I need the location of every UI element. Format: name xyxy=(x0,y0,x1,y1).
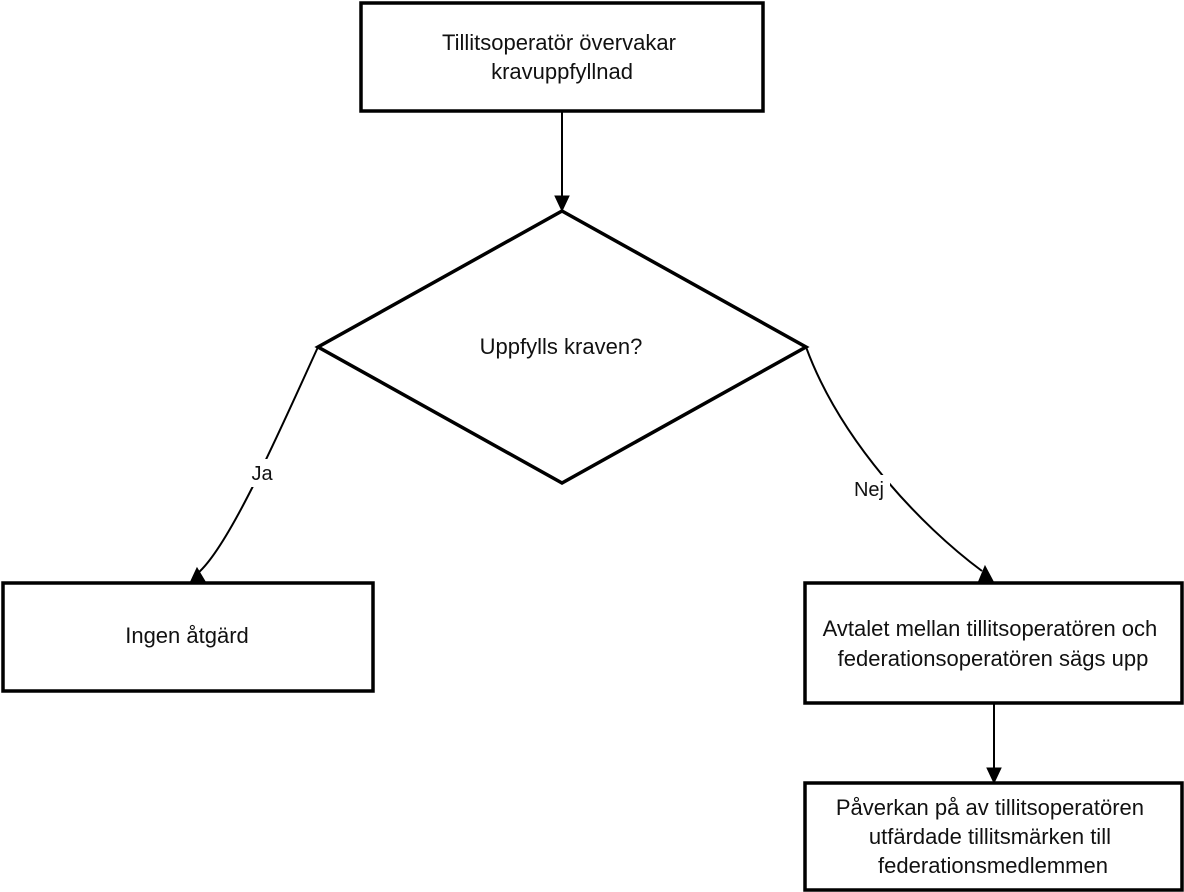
yes-label-background xyxy=(246,459,276,487)
node-monitor-line-2: kravuppfyllnad xyxy=(491,59,633,84)
node-no-action-box xyxy=(1,581,375,693)
node-no-action-line-1: Ingen åtgärd xyxy=(125,623,249,648)
no-label-background xyxy=(848,475,890,503)
node-impact-box xyxy=(803,781,1184,892)
node-decision-text: Uppfylls kraven? xyxy=(480,334,643,359)
arrowhead-terminate-to-impact xyxy=(986,767,1002,785)
node-monitor-text: Tillitsoperatör övervakar kravuppfyllnad xyxy=(442,30,682,84)
node-decision-diamond xyxy=(314,208,810,486)
arrowhead-decision-to-terminate xyxy=(977,564,995,584)
node-monitor-line-1: Tillitsoperatör övervakar xyxy=(442,30,676,55)
node-impact: Påverkan på av tillitsoperatören utfärda… xyxy=(803,781,1184,892)
arrowhead-monitor-to-decision xyxy=(554,195,570,213)
node-no-action: Ingen åtgärd xyxy=(1,581,375,693)
node-impact-line-1: Påverkan på av tillitsoperatören xyxy=(836,795,1144,820)
edge-decision-to-terminate xyxy=(805,346,983,572)
node-terminate: Avtalet mellan tillitsoperatören och fed… xyxy=(803,581,1184,705)
node-impact-text: Påverkan på av tillitsoperatören utfärda… xyxy=(836,795,1150,878)
node-decision: Uppfylls kraven? xyxy=(314,208,810,486)
node-terminate-text: Avtalet mellan tillitsoperatören och fed… xyxy=(823,616,1164,671)
node-terminate-box xyxy=(803,581,1184,705)
node-monitor: Tillitsoperatör övervakar kravuppfyllnad xyxy=(359,1,765,113)
node-decision-line-1: Uppfylls kraven? xyxy=(480,334,643,359)
node-terminate-line-2: federationsoperatören sägs upp xyxy=(838,646,1149,671)
edge-label-no: Nej xyxy=(854,479,884,501)
node-impact-line-2: utfärdade tillitsmärken till xyxy=(869,824,1111,849)
node-impact-line-3: federationsmedlemmen xyxy=(878,853,1108,878)
edge-label-yes: Ja xyxy=(251,463,273,485)
node-terminate-line-1: Avtalet mellan tillitsoperatören och xyxy=(823,616,1158,641)
node-no-action-text: Ingen åtgärd xyxy=(125,623,249,648)
node-monitor-box xyxy=(359,1,765,113)
arrowhead-decision-to-no-action xyxy=(189,566,207,584)
